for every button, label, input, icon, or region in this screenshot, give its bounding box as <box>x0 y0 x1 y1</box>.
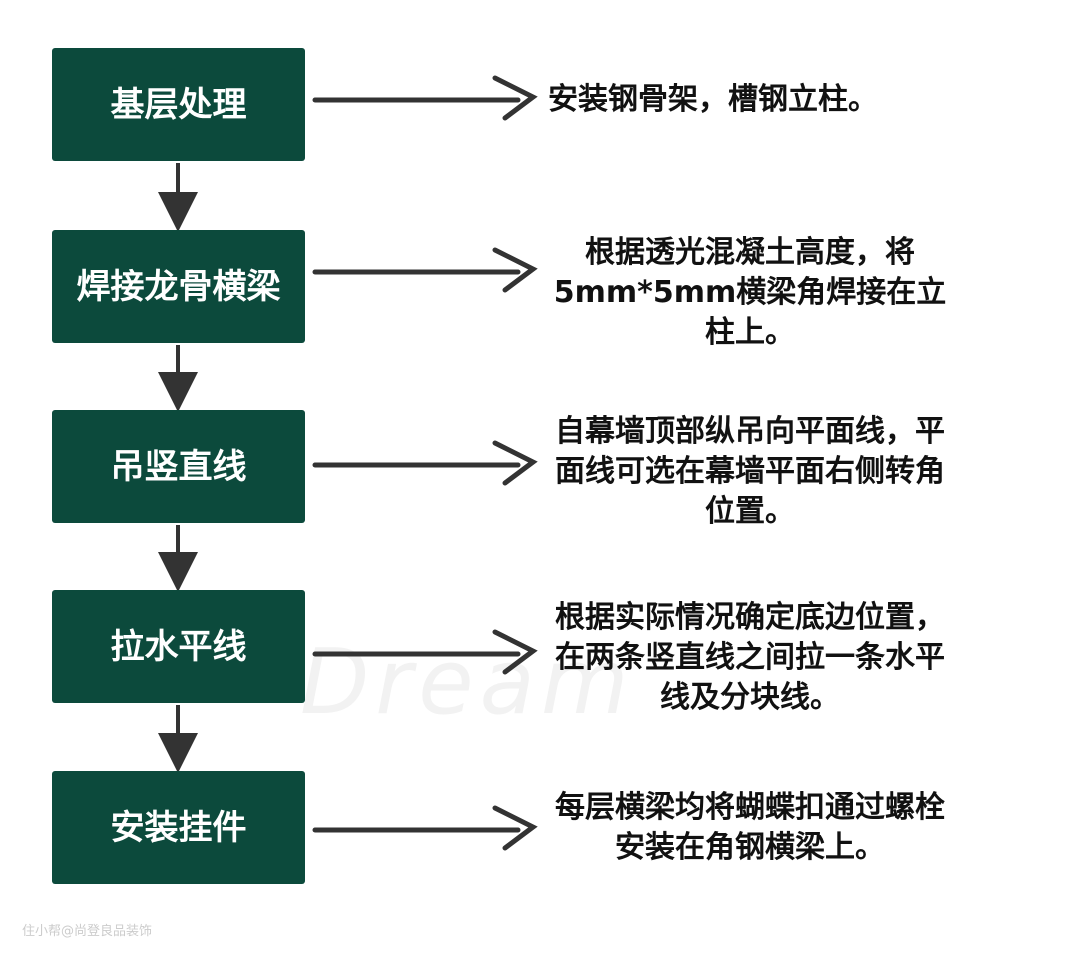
step-box-5: 安装挂件 <box>52 771 305 884</box>
watermark: 住小帮@尚登良品装饰 <box>22 924 153 939</box>
right-arrow <box>312 805 538 851</box>
right-arrow <box>312 247 538 293</box>
step-description-3: 自幕墙顶部纵吊向平面线，平面线可选在幕墙平面右侧转角位置。 <box>555 414 945 529</box>
step-box-3: 吊竖直线 <box>52 410 305 523</box>
right-arrow <box>312 440 538 486</box>
right-arrow <box>312 629 538 675</box>
background-watermark: Dream <box>300 630 635 735</box>
step-description-5: 每层横梁均将蝴蝶扣通过螺栓安装在角钢横梁上。 <box>555 790 945 865</box>
right-arrow <box>312 75 538 121</box>
step-description-2: 根据透光混凝土高度，将5mm*5mm横梁角焊接在立柱上。 <box>553 235 947 350</box>
step-box-2: 焊接龙骨横梁 <box>52 230 305 343</box>
step-description-4: 根据实际情况确定底边位置，在两条竖直线之间拉一条水平线及分块线。 <box>555 600 945 715</box>
step-box-1: 基层处理 <box>52 48 305 161</box>
step-description-1: 安装钢骨架，槽钢立柱。 <box>548 82 878 117</box>
step-box-4: 拉水平线 <box>52 590 305 703</box>
